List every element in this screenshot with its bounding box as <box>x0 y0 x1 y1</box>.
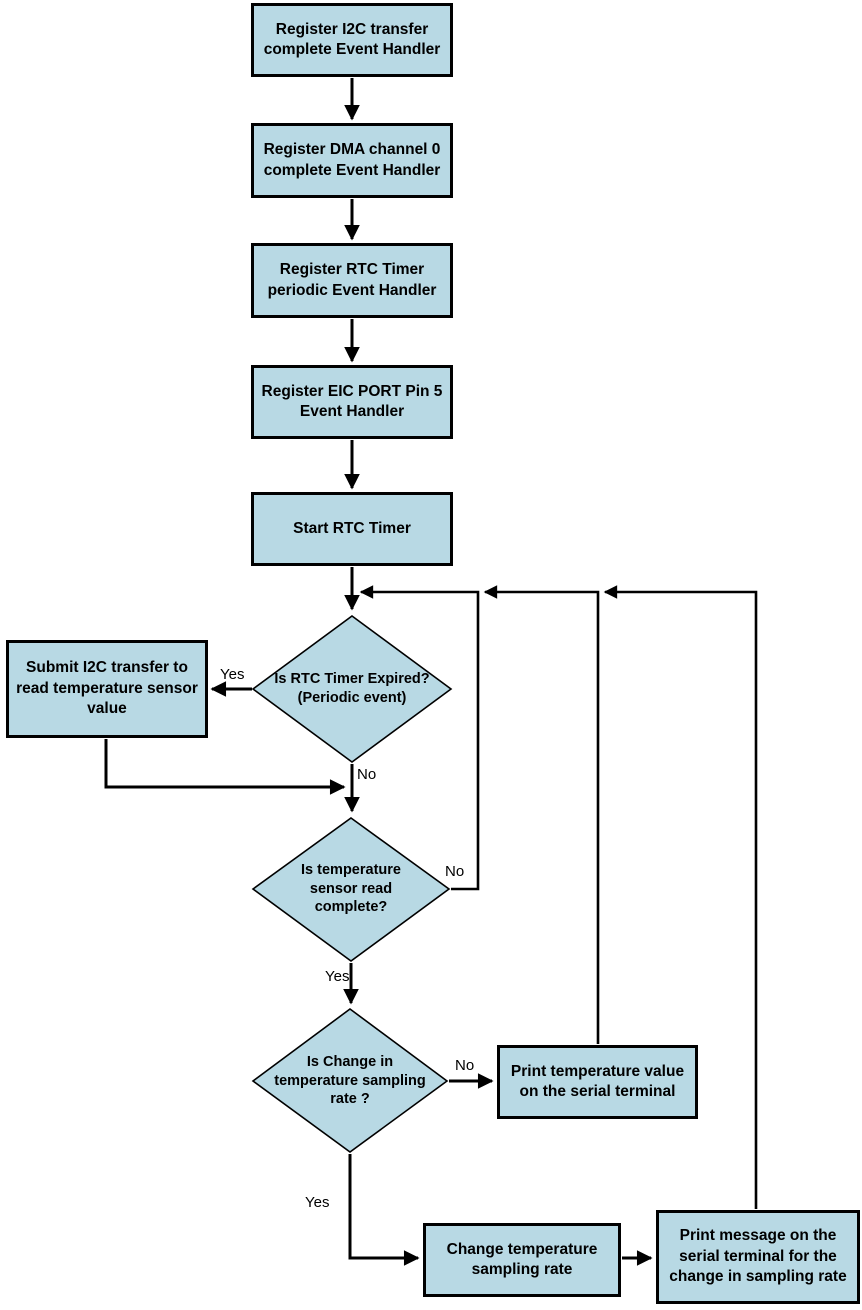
decision-sensor-read-label: Is temperature sensor read complete? <box>301 861 401 916</box>
process-register-rtc-handler: Register RTC Timer periodic Event Handle… <box>251 243 453 318</box>
decision-rate-change-label: Is Change in temperature sampling rate ? <box>274 1053 426 1108</box>
decision-rtc-expired-shape <box>251 615 453 763</box>
decision-rate-change-shape <box>251 1008 449 1153</box>
edge-label-d1-yes: Yes <box>220 666 245 683</box>
decision-sensor-read-shape <box>251 817 451 962</box>
edge-print-msg-feedback <box>603 585 758 1209</box>
process-print-temperature: Print temperature value on the serial te… <box>497 1045 698 1119</box>
edge-label-d2-no: No <box>445 863 465 880</box>
process-register-dma-handler: Register DMA channel 0 complete Event Ha… <box>251 123 453 198</box>
process-print-message: Print message on the serial terminal for… <box>656 1210 860 1304</box>
process-change-sampling-rate: Change temperature sampling rate <box>423 1223 621 1297</box>
edge-d2-no-feedback <box>359 585 480 891</box>
edge-submit-loop-to-main <box>104 739 346 795</box>
process-start-rtc-timer: Start RTC Timer <box>251 492 453 566</box>
edge-label-d3-yes: Yes <box>305 1194 330 1211</box>
edge-d3-yes-to-change <box>348 1154 420 1266</box>
process-submit-i2c-transfer: Submit I2C transfer to read temperature … <box>6 640 208 738</box>
edge-label-d2-yes: Yes <box>325 968 350 985</box>
edge-label-d3-no: No <box>455 1057 475 1074</box>
process-register-i2c-handler: Register I2C transfer complete Event Han… <box>251 3 453 77</box>
process-register-eic-handler: Register EIC PORT Pin 5 Event Handler <box>251 365 453 439</box>
edge-label-d1-no: No <box>357 766 377 783</box>
edge-print-temp-feedback <box>483 585 600 1044</box>
decision-rtc-expired-label: Is RTC Timer Expired? (Periodic event) <box>274 671 430 706</box>
